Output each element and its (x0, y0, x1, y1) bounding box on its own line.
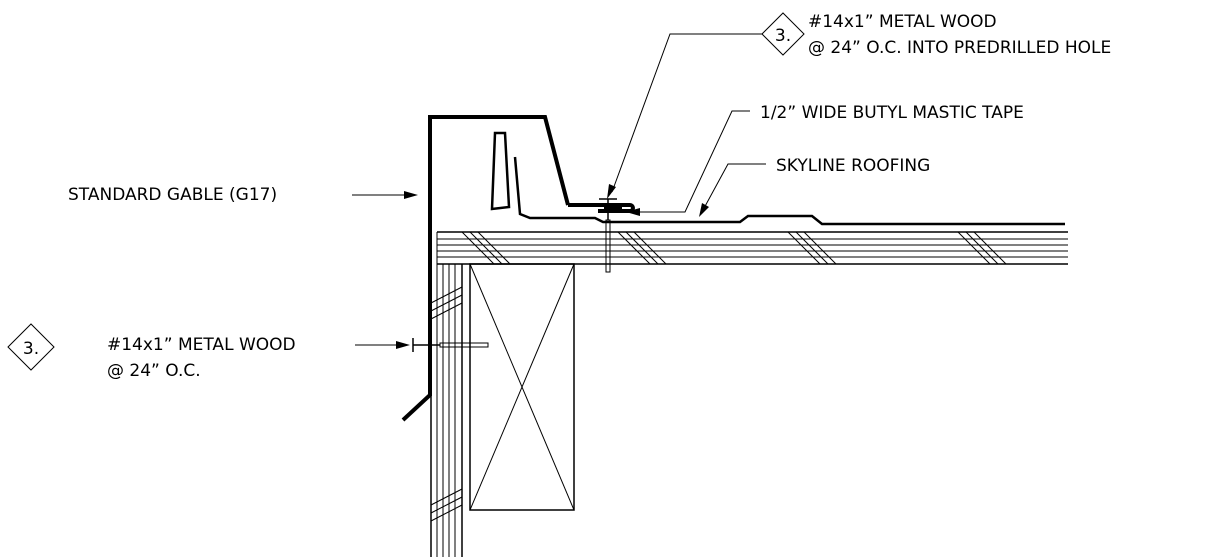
detail-tag-number: 3. (775, 26, 791, 46)
callout-roofing: SKYLINE ROOFING (699, 156, 930, 217)
blocking (469, 263, 575, 511)
top-fastener-label-line1: #14x1” METAL WOOD (808, 12, 997, 32)
detail-tag-diamond (7, 323, 55, 371)
top-fastener (599, 198, 617, 273)
gable-label: STANDARD GABLE (G17) (68, 185, 277, 205)
side-fastener (412, 338, 489, 352)
roof-deck (436, 231, 1068, 265)
roofing-label: SKYLINE ROOFING (776, 156, 930, 176)
detail-tag-diamond (761, 12, 805, 56)
deck-grain-hatches (461, 231, 1007, 265)
callout-side-fastener: 3. #14x1” METAL WOOD @ 24” O.C. (7, 323, 410, 381)
callout-top-fastener: 3. #14x1” METAL WOOD @ 24” O.C. INTO PRE… (607, 12, 1111, 199)
detail-tag-number: 3. (23, 339, 39, 359)
callout-gable: STANDARD GABLE (G17) (68, 185, 418, 205)
callout-butyl-tape: 1/2” WIDE BUTYL MASTIC TAPE (626, 103, 1024, 216)
roofing-panel (490, 131, 1065, 226)
wall-grain-hatches (430, 286, 463, 522)
side-fastener-label-line2: @ 24” O.C. (107, 361, 201, 381)
top-fastener-label-line2: @ 24” O.C. INTO PREDRILLED HOLE (808, 38, 1111, 58)
side-fastener-label-line1: #14x1” METAL WOOD (107, 335, 296, 355)
butyl-tape-label: 1/2” WIDE BUTYL MASTIC TAPE (760, 103, 1024, 123)
wall-framing (430, 264, 463, 557)
